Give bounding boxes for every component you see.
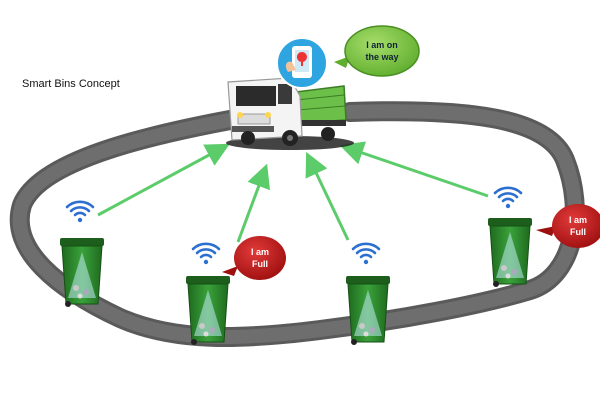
signal-arrow-bin-3 xyxy=(305,151,350,241)
signal-arrow-bin-1 xyxy=(97,143,230,217)
bin-4-speech-bubble: I am Full xyxy=(536,204,600,248)
bin-2-speech-bubble: I am Full xyxy=(222,236,286,280)
truck-speech-bubble: I am on the way xyxy=(334,25,420,77)
phone-location-icon xyxy=(276,37,328,89)
signal-arrow-bin-2 xyxy=(236,163,271,243)
signal-arrow-bin-4 xyxy=(339,141,489,198)
bin-2-bubble-line-1: I am xyxy=(251,247,269,257)
truck-bubble-line-1: I am on xyxy=(366,40,398,50)
bin-4-bubble-line-1: I am xyxy=(569,215,587,225)
wifi-icon xyxy=(65,200,95,223)
truck-icon xyxy=(226,77,354,150)
diagram-title: Smart Bins Concept xyxy=(22,78,120,90)
wifi-icon xyxy=(493,186,523,209)
wifi-icon xyxy=(191,242,221,265)
bin-4-bubble-line-2: Full xyxy=(570,227,586,237)
smart-bin-4 xyxy=(488,218,532,287)
wifi-icon xyxy=(351,242,381,265)
smart-bin-1 xyxy=(60,238,104,307)
smart-bin-2 xyxy=(186,276,230,345)
truck-bubble-line-2: the way xyxy=(365,52,398,62)
wifi-icons xyxy=(65,186,523,265)
signal-arrows xyxy=(97,141,489,243)
smart-bin-3 xyxy=(346,276,390,345)
bin-2-bubble-line-2: Full xyxy=(252,259,268,269)
